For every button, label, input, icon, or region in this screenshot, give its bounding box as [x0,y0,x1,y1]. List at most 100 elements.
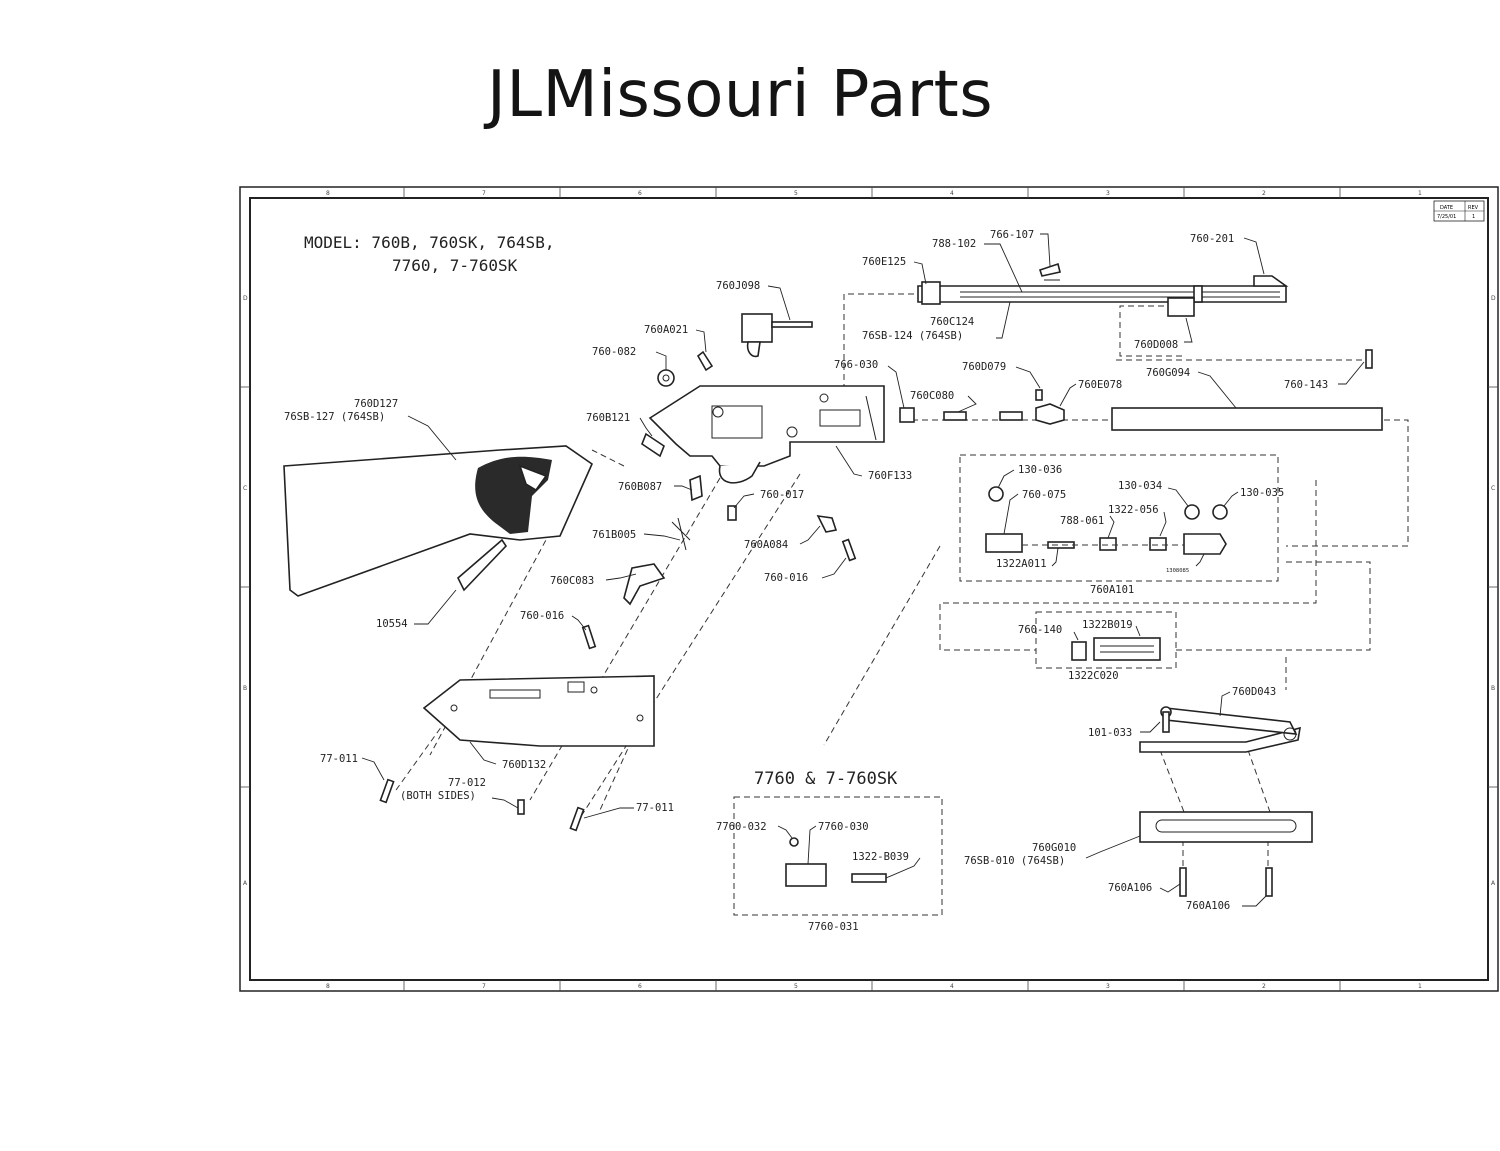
label-1322-b039: 1322-B039 [852,851,909,863]
label-760g010: 760G010 [1032,842,1076,854]
barrel-assembly [917,262,1289,317]
label-760a084: 760A084 [744,539,788,551]
label-760b121: 760B121 [586,412,630,424]
part-1308085 [1183,533,1227,555]
sub-assembly-760a101 [959,454,1279,582]
tick-bottom-5: 5 [794,983,798,990]
label-788-102: 788-102 [932,238,976,250]
label-760e125: 760E125 [862,256,906,268]
label-77-012: 77-012 [448,777,486,789]
pin-760a106-a [1179,867,1187,897]
part-1322-b039 [851,873,887,883]
title-block-rev-label: REV [1468,205,1479,211]
label-760-140: 760-140 [1018,624,1062,636]
tick-bottom-7: 7 [482,983,486,990]
label-760-017: 760-017 [760,489,804,501]
model-line-2: 7760, 7-760SK [392,256,518,275]
label-760d043: 760D043 [1232,686,1276,698]
label-766-107: 766-107 [990,229,1034,241]
title-block-date-value: 7/25/01 [1437,214,1456,220]
part-130-035 [1212,504,1228,520]
page-title: JLMissouri Parts [0,58,1500,132]
label-760b087: 760B087 [618,481,662,493]
border-ticks: 8 7 6 5 4 3 2 1 8 7 6 5 4 3 2 1 D C B A … [240,187,1498,991]
label-788-061: 788-061 [1060,515,1104,527]
part-7760-030 [785,863,827,887]
label-1322-056: 1322-056 [1108,504,1159,516]
label-both-sides: (BOTH SIDES) [400,790,476,802]
pump-tube-760g094 [1111,407,1383,431]
label-76sb-127: 76SB-127 (764SB) [284,411,385,423]
label-760j098: 760J098 [716,280,760,292]
part-760-075 [985,533,1023,553]
tick-top-1: 1 [1418,190,1422,197]
tick-right-a: A [1491,880,1496,887]
label-77-011-a: 77-011 [320,753,358,765]
part-130-036 [988,486,1004,502]
tick-top-3: 3 [1106,190,1110,197]
label-130-035: 130-035 [1240,487,1284,499]
screw-77-011-b [569,806,585,832]
tick-top-4: 4 [950,190,954,197]
label-1322c020: 1322C020 [1068,670,1119,682]
screw-77-011-a [379,778,395,804]
tick-top-8: 8 [326,190,330,197]
label-760-143: 760-143 [1284,379,1328,391]
label-760d127: 760D127 [354,398,398,410]
tick-left-a: A [243,880,248,887]
tick-right-d: D [1491,295,1496,302]
stock-760d127 [283,445,594,597]
part-761b005 [671,517,691,551]
part-760a021 [696,350,714,372]
page-title-text: JLMissouri Parts [486,58,994,132]
sub-assembly-1322c020 [1035,611,1177,669]
label-7760-032: 7760-032 [716,821,767,833]
title-block-rev-value: 1 [1472,214,1475,220]
label-760e078: 760E078 [1078,379,1122,391]
tick-left-b: B [243,685,247,692]
label-760d132: 760D132 [502,759,546,771]
label-760a106-b: 760A106 [1186,900,1230,912]
tick-bottom-2: 2 [1262,983,1266,990]
tick-left-c: C [243,485,247,492]
tick-bottom-3: 3 [1106,983,1110,990]
label-101-033: 101-033 [1088,727,1132,739]
tick-right-b: B [1491,685,1495,692]
label-760-201: 760-201 [1190,233,1234,245]
title-block-date-label: DATE [1440,205,1453,211]
label-760d079: 760D079 [962,361,1006,373]
part-760-143 [1365,349,1373,369]
label-761b005: 761B005 [592,529,636,541]
part-760-082 [657,369,675,387]
part-760b087 [689,474,703,502]
part-760b121 [641,432,665,458]
tick-right-c: C [1491,485,1495,492]
label-760a106-a: 760A106 [1108,882,1152,894]
pump-lever-760d043 [1139,706,1301,753]
tick-top-5: 5 [794,190,798,197]
label-760-075: 760-075 [1022,489,1066,501]
tick-left-d: D [243,295,248,302]
label-760-082: 760-082 [592,346,636,358]
label-760g094: 760G094 [1146,367,1190,379]
label-760-016-b: 760-016 [520,610,564,622]
side-plate-760d132 [422,675,655,747]
part-760d079 [1035,389,1043,401]
label-760-016-a: 760-016 [764,572,808,584]
part-760-140 [1071,641,1087,661]
part-130-034 [1184,504,1200,520]
sub-assembly-7760-031 [733,796,943,916]
label-760c124: 760C124 [930,316,974,328]
label-760c080: 760C080 [910,390,954,402]
part-760c083 [623,563,666,606]
title-block: DATE REV 7/25/01 1 [1433,200,1485,222]
label-760f133: 760F133 [868,470,912,482]
label-1308085: 1308085 [1166,568,1189,574]
part-766-030 [899,407,915,423]
part-1322a011 [1047,541,1075,549]
label-760a101: 760A101 [1090,584,1134,596]
label-77-011-b: 77-011 [636,802,674,814]
inner-frame [249,197,1489,981]
label-130-036: 130-036 [1018,464,1062,476]
